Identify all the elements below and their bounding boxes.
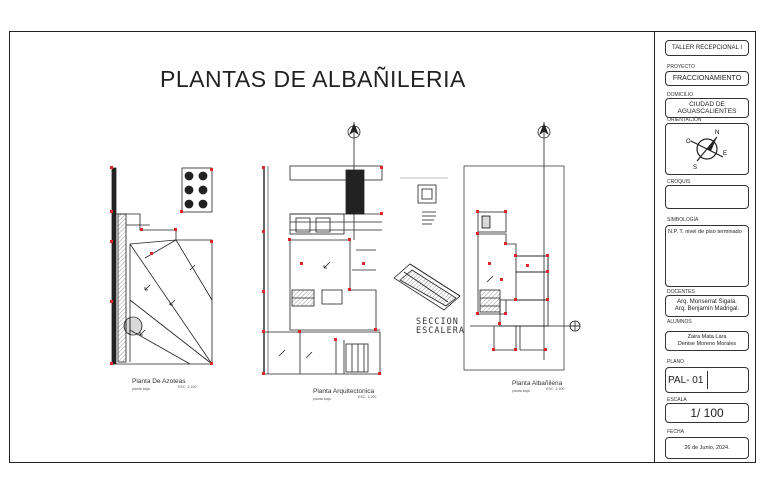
plan-azoteas bbox=[111, 167, 213, 365]
tb-symbology-caption: SIMBOLOGÍA bbox=[667, 217, 699, 223]
tb-croquis-box bbox=[665, 185, 749, 209]
tb-plano-caption: PLANO bbox=[667, 359, 684, 365]
plan-sub-albanileria: planta baja bbox=[512, 389, 530, 393]
tb-fecha: 26 de Junio, 2024. bbox=[665, 437, 749, 459]
tb-project-caption: PROYECTO bbox=[667, 64, 695, 70]
section-label-line2: ESCALERA bbox=[416, 326, 465, 336]
tb-workshop: TALLER RECEPCIONAL I bbox=[665, 40, 749, 56]
tb-orientation-box: N E S O bbox=[665, 123, 749, 175]
tb-plano-code: PAL- 01 bbox=[668, 374, 704, 386]
tb-escala-caption: ESCALA bbox=[667, 397, 687, 403]
section-label-line1: SECCION bbox=[416, 317, 459, 327]
tb-docentes-box: Arq. Monserrat Sigala. Arq. Benjamín Mad… bbox=[665, 295, 749, 317]
tb-docentes-caption: DOCENTES bbox=[667, 289, 695, 295]
arquitectonica-markers bbox=[262, 166, 383, 375]
plan-label-arquitectonica: Planta Arquitectonica bbox=[313, 388, 375, 395]
azotea-markers bbox=[110, 166, 213, 365]
tb-orientation-caption: ORIENTACIÓN bbox=[667, 117, 702, 123]
plan-scale-albanileria: ESC. 1:100 bbox=[546, 387, 565, 391]
azotea-wall-left bbox=[111, 167, 117, 365]
plan-albanileria bbox=[463, 122, 581, 371]
tb-alumno-1: Zaira Mata Lara bbox=[687, 334, 727, 340]
tb-fecha-caption: FECHA bbox=[667, 429, 684, 435]
section-escalera bbox=[393, 263, 461, 311]
title-block: TALLER RECEPCIONAL I PROYECTO FRACCIONAM… bbox=[654, 31, 756, 463]
sheet-frame bbox=[9, 31, 756, 463]
plan-sub-arquitectonica: planta baja bbox=[313, 397, 331, 401]
azotea-parapet-hatch bbox=[117, 213, 127, 363]
plan-label-albanileria: Planta Albañileria bbox=[512, 380, 563, 387]
svg-text:N: N bbox=[715, 130, 719, 136]
tb-address-caption: DOMICILIO bbox=[667, 92, 694, 98]
plan-scale-arquitectonica: ESC. 1:100 bbox=[358, 395, 377, 399]
tb-plano-divider bbox=[707, 371, 709, 389]
svg-text:O: O bbox=[686, 139, 691, 145]
tb-symbology-box: N.P. T. nivel de piso terminado bbox=[665, 225, 749, 287]
tb-project: FRACCIONAMIENTO bbox=[665, 71, 749, 86]
sheet-title: PLANTAS DE ALBAÑILERIA bbox=[160, 66, 466, 92]
tb-croquis-caption: CROQUIS bbox=[667, 179, 691, 185]
tb-docente-1: Arq. Monserrat Sigala. bbox=[677, 299, 737, 305]
tb-address: CIUDAD DE AGUASCALIENTES bbox=[665, 98, 749, 118]
compass-icon: N E S O bbox=[686, 130, 727, 171]
tb-alumnos-caption: ALUMNOS bbox=[667, 319, 692, 325]
section-label: SECCION ESCALERA bbox=[416, 318, 465, 336]
plan-sub-azoteas: planta baja bbox=[132, 387, 150, 391]
plan-scale-azoteas: ESC. 1:100 bbox=[178, 385, 197, 389]
tb-plano-box: PAL- 01 bbox=[665, 367, 749, 393]
plan-label-azoteas: Planta De Azoteas bbox=[132, 378, 186, 385]
tb-escala: 1/ 100 bbox=[665, 403, 749, 423]
tb-alumnos-box: Zaira Mata Lara Denise Moreno Morales bbox=[665, 331, 749, 351]
tb-docente-2: Arq. Benjamín Madrigal. bbox=[674, 306, 740, 312]
svg-text:S: S bbox=[693, 165, 697, 171]
albanileria-markers bbox=[476, 210, 549, 351]
tb-alumno-2: Denise Moreno Morales bbox=[677, 341, 737, 347]
plan-arquitectonica bbox=[263, 122, 448, 375]
svg-text:E: E bbox=[723, 151, 727, 157]
